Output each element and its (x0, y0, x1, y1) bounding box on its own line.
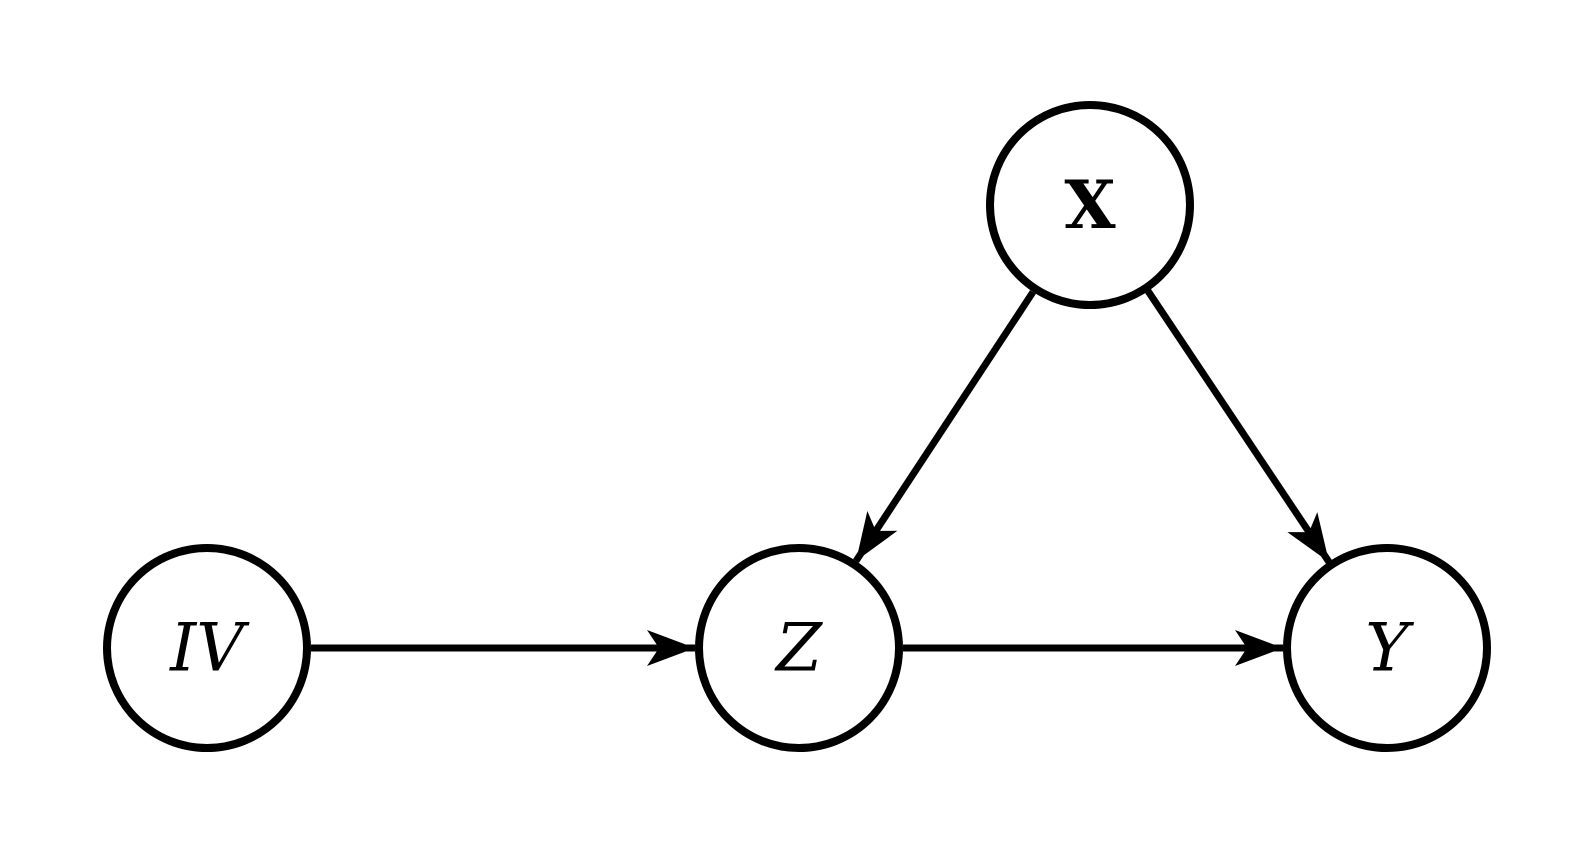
node-x-label: X (1064, 166, 1116, 244)
node-y: Y (1283, 544, 1491, 752)
node-x-circle (986, 101, 1194, 309)
node-z-circle (695, 544, 903, 752)
node-iv: IV (103, 544, 311, 752)
node-iv-circle (103, 544, 311, 752)
node-y-circle (1283, 544, 1491, 752)
edge-x-to-y (1145, 289, 1332, 564)
node-z: Z (695, 544, 903, 752)
node-y-label: Y (1365, 610, 1414, 687)
node-x: X (986, 101, 1194, 309)
node-z-label: Z (774, 610, 823, 687)
node-iv-label: IV (169, 610, 250, 687)
edge-x-to-z (853, 290, 1036, 563)
